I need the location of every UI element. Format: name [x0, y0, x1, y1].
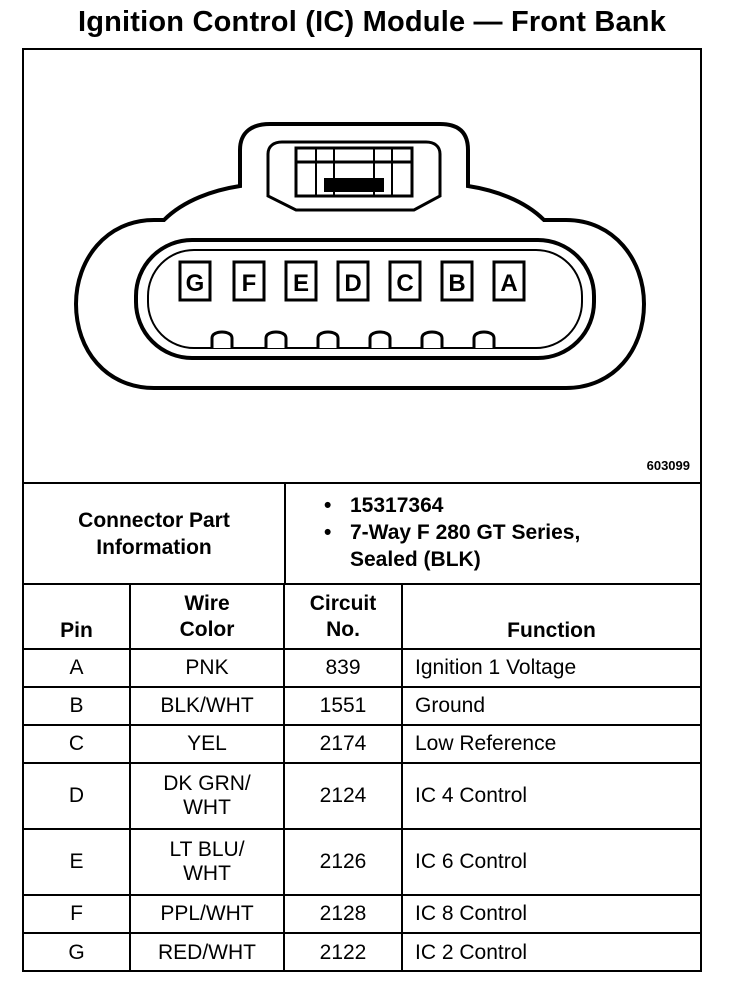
cell-function: IC 4 Control: [401, 762, 700, 830]
wire-color-line2: WHT: [183, 796, 231, 819]
terminal-c: C: [388, 260, 422, 302]
wire-color-line2: WHT: [183, 862, 231, 885]
pin-letter-b: B: [448, 270, 465, 297]
wire-color-line1: DK GRN/: [163, 772, 251, 795]
keying-bump: [316, 330, 340, 348]
cell-circuit: 2126: [283, 828, 403, 896]
cell-wire-color: BLK/WHT: [129, 686, 285, 726]
terminal-d: D: [336, 260, 370, 302]
part-description-line1: 7-Way F 280 GT Series,: [324, 519, 700, 546]
table-row: D DK GRN/ WHT 2124 IC 4 Control: [24, 762, 700, 830]
terminal-b: B: [440, 260, 474, 302]
connector-diagram: G F E D C B A: [24, 50, 700, 482]
cell-circuit: 2128: [283, 894, 403, 934]
pin-letter-d: D: [344, 270, 361, 297]
cavity-outer: [134, 238, 596, 360]
keying-bump: [368, 330, 392, 348]
table-row: A PNK 839 Ignition 1 Voltage: [24, 648, 700, 688]
cell-function: Ground: [401, 686, 700, 726]
header-wire-color-line2: Color: [179, 617, 235, 641]
connector-part-label: Connector Part Information: [24, 484, 286, 584]
header-function: Function: [401, 585, 700, 650]
cell-circuit: 839: [283, 648, 403, 688]
connector-drawing: G F E D C B A: [73, 122, 647, 390]
cell-circuit: 2124: [283, 762, 403, 830]
keying-bump: [420, 330, 444, 348]
table-row: F PPL/WHT 2128 IC 8 Control: [24, 894, 700, 934]
page-title: Ignition Control (IC) Module — Front Ban…: [77, 6, 667, 38]
table-row: B BLK/WHT 1551 Ground: [24, 686, 700, 726]
part-description-line2: Sealed (BLK): [350, 548, 481, 571]
latch-catch: [324, 178, 384, 192]
pin-table: Pin Wire Color Circuit No. Function A PN…: [24, 585, 700, 971]
pin-letter-g: G: [186, 270, 205, 297]
cell-function: IC 2 Control: [401, 932, 700, 971]
connector-housing-outline: [73, 122, 647, 390]
cell-pin: F: [24, 894, 131, 934]
header-circuit-line2: No.: [326, 617, 360, 641]
terminal-a: A: [492, 260, 526, 302]
figure-id: 603099: [646, 458, 690, 473]
part-label-line2: Information: [96, 536, 212, 559]
header-wire-color-line1: Wire: [184, 591, 230, 615]
connector-sheet: G F E D C B A: [22, 48, 702, 972]
pin-letter-c: C: [396, 270, 413, 297]
cell-pin: B: [24, 686, 131, 726]
table-row: E LT BLU/ WHT 2126 IC 6 Control: [24, 828, 700, 896]
keying-bump: [210, 330, 234, 348]
cell-circuit: 1551: [283, 686, 403, 726]
part-number: 15317364: [324, 492, 700, 519]
terminal-f: F: [232, 260, 266, 302]
diagram-divider: [24, 482, 700, 484]
pin-letter-f: F: [242, 270, 257, 297]
cell-function: IC 6 Control: [401, 828, 700, 896]
cell-circuit: 2122: [283, 932, 403, 971]
latch-body: [294, 146, 414, 198]
terminal-e: E: [284, 260, 318, 302]
cell-function: IC 8 Control: [401, 894, 700, 934]
cell-wire-color: DK GRN/ WHT: [129, 762, 285, 830]
header-circuit: Circuit No.: [283, 585, 403, 650]
cell-function: Low Reference: [401, 724, 700, 764]
header-wire-color: Wire Color: [129, 585, 285, 650]
pin-letter-e: E: [293, 270, 309, 297]
connector-tab-outline: [266, 140, 442, 212]
cell-wire-color: RED/WHT: [129, 932, 285, 971]
wire-color-line1: LT BLU/: [169, 838, 245, 861]
keying-bump: [472, 330, 496, 348]
connector-part-info: 15317364 7-Way F 280 GT Series, Sealed (…: [286, 484, 700, 584]
cell-circuit: 2174: [283, 724, 403, 764]
cell-function: Ignition 1 Voltage: [401, 648, 700, 688]
header-pin: Pin: [24, 585, 131, 650]
cell-wire-color: PNK: [129, 648, 285, 688]
keying-bump: [264, 330, 288, 348]
cell-pin: C: [24, 724, 131, 764]
terminal-g: G: [178, 260, 212, 302]
part-info-divider: [24, 583, 700, 585]
table-header-row: Pin Wire Color Circuit No. Function: [24, 585, 700, 650]
cell-pin: E: [24, 828, 131, 896]
cell-pin: D: [24, 762, 131, 830]
cavity-inner: [147, 249, 583, 349]
cell-wire-color: YEL: [129, 724, 285, 764]
cell-pin: G: [24, 932, 131, 971]
cell-wire-color: LT BLU/ WHT: [129, 828, 285, 896]
pin-letter-a: A: [500, 270, 517, 297]
cell-pin: A: [24, 648, 131, 688]
header-circuit-line1: Circuit: [309, 591, 377, 615]
table-row: C YEL 2174 Low Reference: [24, 724, 700, 764]
cell-wire-color: PPL/WHT: [129, 894, 285, 934]
table-row: G RED/WHT 2122 IC 2 Control: [24, 932, 700, 971]
part-label-line1: Connector Part: [78, 509, 230, 532]
